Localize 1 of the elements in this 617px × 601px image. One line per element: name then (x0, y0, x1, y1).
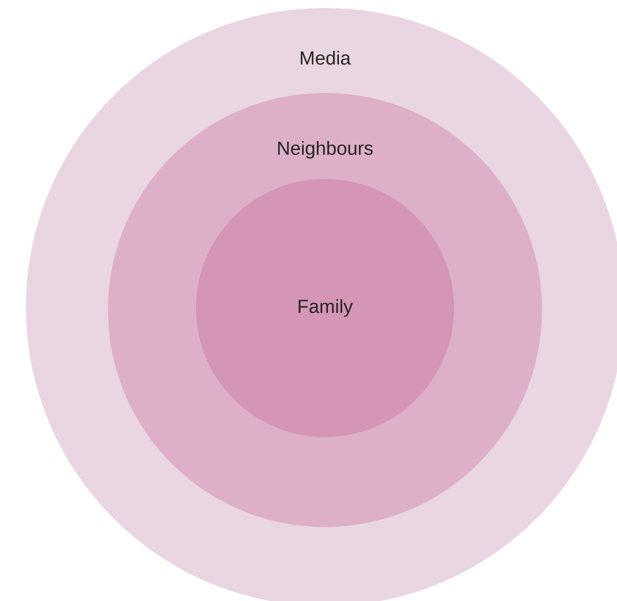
circle-band: Family (196, 179, 454, 437)
